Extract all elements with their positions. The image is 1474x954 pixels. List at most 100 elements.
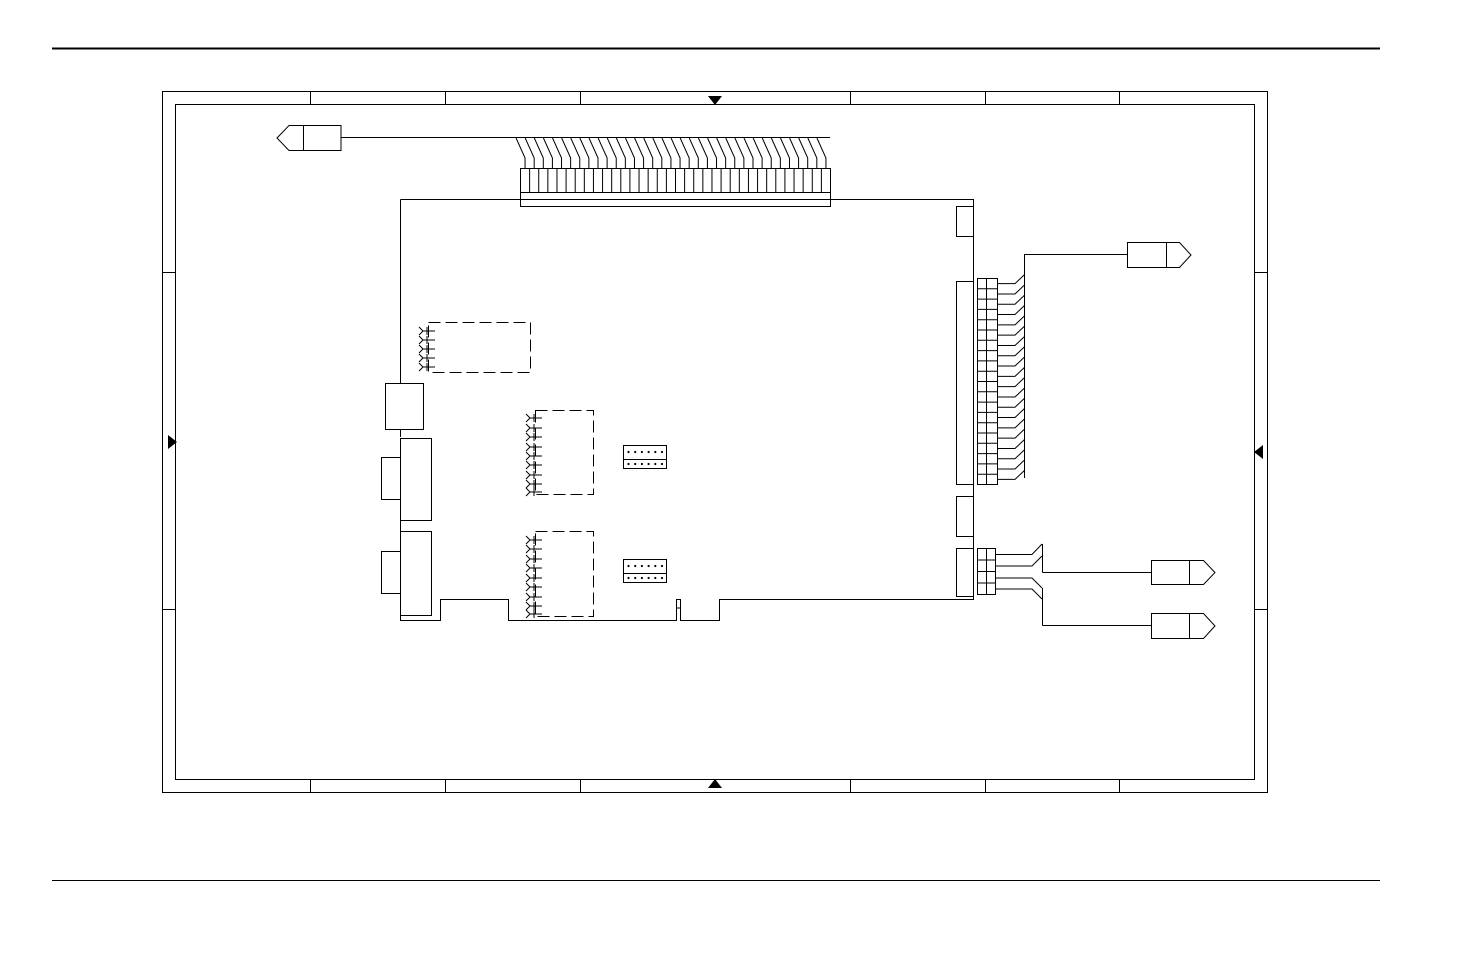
dip-pin — [627, 450, 630, 454]
bracket-ports — [382, 384, 432, 616]
small-connector-4pin — [978, 544, 1152, 626]
dip-pin — [647, 564, 650, 568]
ribbon-wire — [998, 275, 1025, 284]
dip-pin — [654, 576, 657, 580]
ribbon-wire — [543, 138, 552, 169]
jumper-pin — [526, 480, 542, 488]
dip-pin — [647, 450, 650, 454]
ribbon-wire — [998, 347, 1025, 356]
zone-arrow-left — [168, 435, 177, 449]
dip-switch — [624, 446, 667, 583]
jumper-pin — [526, 574, 542, 582]
jumper-pin — [526, 443, 542, 451]
dip-pin — [654, 462, 657, 466]
jumper-pin — [419, 336, 435, 344]
dip-pin — [627, 462, 630, 466]
ribbon-wire — [998, 326, 1025, 335]
jumper-pin — [526, 593, 542, 601]
ribbon-wire — [653, 138, 662, 169]
jumper-pin — [526, 471, 542, 479]
right-ribbon-connector — [978, 254, 1128, 485]
dip-pin — [640, 576, 644, 580]
dip-pin — [647, 576, 650, 580]
ribbon-wire — [998, 429, 1025, 438]
ribbon-wire — [708, 138, 717, 169]
ribbon-wire — [998, 285, 1025, 294]
jumper-pin — [526, 564, 542, 572]
ribbon-wire — [808, 138, 817, 169]
cable-plug — [1152, 614, 1216, 639]
ribbon-wire — [717, 138, 726, 169]
ribbon-wire — [562, 138, 571, 169]
jumper-pin — [526, 433, 542, 441]
ribbon-wire — [998, 398, 1025, 407]
jumper-pin — [419, 327, 435, 335]
jumper-pin — [526, 610, 542, 618]
jumper-pin — [419, 354, 435, 362]
ribbon-wire — [625, 138, 634, 169]
ribbon-wire — [998, 357, 1025, 366]
ribbon-wire — [998, 316, 1025, 325]
ribbon-wire — [790, 138, 799, 169]
jumper-pin — [526, 461, 542, 469]
dip-pin — [627, 564, 630, 568]
ribbon-wire — [580, 138, 589, 169]
jumper-pin — [526, 536, 542, 544]
ribbon-wire — [998, 460, 1025, 469]
cable-plug — [1152, 561, 1216, 585]
dip-pin — [627, 576, 630, 580]
ribbon-wire — [644, 138, 653, 169]
circuit-board — [401, 200, 974, 621]
ribbon-wire — [817, 138, 826, 169]
ribbon-wire — [589, 138, 598, 169]
jumper-pin — [526, 583, 542, 591]
ribbon-wire — [998, 306, 1025, 315]
ribbon-wire — [525, 138, 534, 169]
dip-pin — [640, 564, 644, 568]
ribbon-wire — [726, 138, 735, 169]
jumper-pin — [526, 452, 542, 460]
dip-pin — [660, 576, 664, 580]
jumper-pin — [526, 545, 542, 553]
jumper-pin — [419, 363, 435, 371]
dip-pin — [634, 462, 637, 466]
ribbon-wire — [998, 439, 1025, 448]
ribbon-wire — [616, 138, 625, 169]
ribbon-wire — [735, 138, 744, 169]
ribbon-wire — [780, 138, 789, 169]
ribbon-wire — [762, 138, 771, 169]
ribbon-wire — [553, 138, 562, 169]
ribbon-wire — [516, 138, 525, 169]
ribbon-wire — [635, 138, 644, 169]
ribbon-wire — [998, 388, 1025, 397]
jumper-pin — [526, 414, 542, 422]
cable-plug — [1128, 243, 1192, 268]
dip-pin — [634, 576, 637, 580]
ribbon-wire — [534, 138, 543, 169]
dip-pin — [634, 450, 637, 454]
jumper-pins — [419, 327, 542, 618]
d-sub-port — [401, 532, 432, 616]
ribbon-wire — [689, 138, 698, 169]
ribbon-wire — [680, 138, 689, 169]
jumper-pin — [526, 602, 542, 610]
ribbon-wire — [998, 450, 1025, 459]
dip-pin — [640, 450, 644, 454]
d-sub-port — [401, 439, 432, 521]
dip-pin — [660, 450, 664, 454]
ribbon-wire — [998, 378, 1025, 387]
zone-arrow-bottom — [708, 779, 722, 788]
jumper-block — [429, 323, 594, 617]
ribbon-wire — [698, 138, 707, 169]
ribbon-wire — [998, 336, 1025, 345]
jumper-pin — [526, 488, 542, 496]
cable-plug — [277, 126, 341, 151]
dip-pin — [654, 564, 657, 568]
drawing-frame — [163, 92, 1268, 793]
ribbon-wire — [662, 138, 671, 169]
ribbon-wire — [998, 470, 1025, 479]
dip-pin — [634, 564, 637, 568]
ribbon-wire — [998, 419, 1025, 428]
ribbon-wire — [753, 138, 762, 169]
